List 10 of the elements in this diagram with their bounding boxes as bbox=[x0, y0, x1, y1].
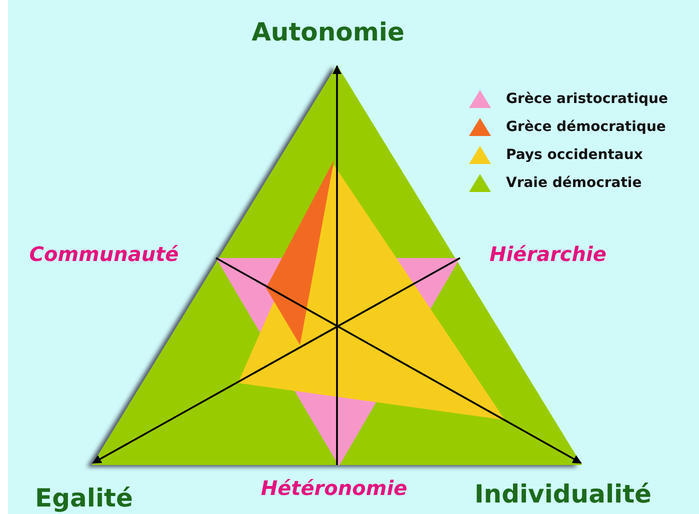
pole-label: Communauté bbox=[29, 242, 179, 266]
legend-label: Vraie démocratie bbox=[506, 175, 642, 191]
pole-label: Hiérarchie bbox=[490, 242, 606, 266]
legend-label: Pays occidentaux bbox=[506, 147, 643, 163]
axis-label: Individualité bbox=[474, 480, 652, 508]
axis-label: Egalité bbox=[35, 484, 133, 512]
legend-label: Grèce aristocratique bbox=[506, 91, 668, 107]
axis-label: Autonomie bbox=[252, 18, 404, 46]
pole-label: Hétéronomie bbox=[260, 476, 408, 500]
legend-label: Grèce démocratique bbox=[506, 119, 666, 135]
